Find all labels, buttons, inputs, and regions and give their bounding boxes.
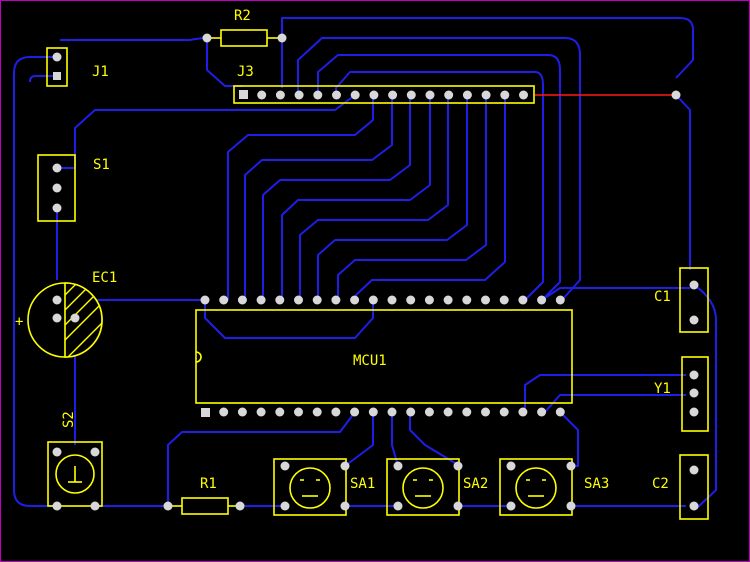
mcu1-pin-top [424, 295, 434, 305]
mcu1-pin-bottom [481, 407, 490, 417]
mcu1-pin-top [237, 295, 247, 305]
label-c1: C1 [654, 289, 671, 305]
label-sa3: SA3 [584, 476, 609, 492]
j3-pin [462, 90, 472, 100]
mcu1-pin-bottom [294, 407, 303, 417]
label-y1: Y1 [654, 381, 671, 397]
copper-traces [13, 17, 717, 509]
mcu1-pin-bottom [406, 407, 416, 417]
crystal-y1: Y1 [654, 356, 709, 432]
label-sa2: SA2 [463, 476, 488, 492]
mcu1-pin-top [368, 295, 378, 305]
chip-mcu1: MCU1 [195, 295, 573, 417]
button-s2: S2 [47, 411, 103, 511]
mcu1-pin-bottom [256, 407, 266, 417]
j3-pin [519, 90, 528, 100]
j3-pin [313, 90, 323, 100]
mcu1-pin-bottom [350, 407, 360, 417]
label-ec1-plus: + [15, 314, 23, 330]
mcu1-pin-bottom [462, 407, 472, 417]
mcu1-pin-top [518, 295, 528, 305]
capacitor-c2: C2 [652, 454, 709, 520]
mcu1-pin-bottom [424, 407, 434, 417]
mcu1-pin-top [406, 295, 416, 305]
mcu1-pin-top [481, 295, 490, 305]
mcu1-pin-top [294, 295, 303, 305]
mcu1-pin-bottom [443, 407, 453, 417]
mcu1-pin-top [219, 295, 229, 305]
label-c2: C2 [652, 476, 669, 492]
mcu1-pin-top [200, 295, 210, 305]
j3-pin [481, 90, 491, 100]
mcu1-pin-bottom [387, 407, 397, 417]
connector-j3: J3 [233, 64, 535, 104]
mcu1-pin-bottom [312, 407, 322, 417]
j3-pin [444, 90, 454, 100]
mcu1-pin-top [499, 295, 509, 305]
connector-j1: J1 [46, 47, 109, 87]
mcu1-pin-bottom [555, 407, 565, 417]
mcu1-pin-top [537, 295, 547, 305]
label-s2: S2 [61, 411, 77, 428]
switch-s1: S1 [37, 154, 110, 222]
label-j1: J1 [92, 64, 109, 80]
button-sa3: SA3 [499, 458, 609, 516]
j3-pin [257, 90, 267, 100]
label-r1: R1 [200, 476, 217, 492]
mcu1-pin-bottom [237, 407, 247, 417]
mcu1-pin-bottom [537, 407, 547, 417]
mcu1-pin-top [443, 295, 453, 305]
j3-pin [406, 90, 416, 100]
j3-pin [425, 90, 435, 100]
j3-pin [350, 90, 360, 100]
label-ec1: EC1 [92, 270, 117, 286]
mcu1-pin-top [312, 295, 322, 305]
mcu1-pin-top [555, 295, 565, 305]
resistor-r1: R1 [163, 476, 245, 515]
j3-pin [294, 90, 304, 100]
mcu1-pin-bottom [518, 407, 528, 417]
mcu1-pin-top [350, 295, 360, 305]
j3-pin [332, 90, 341, 100]
mcu1-pin-bottom [368, 407, 378, 417]
resistor-r2: R2 [202, 8, 287, 47]
button-sa2: SA2 [386, 458, 488, 516]
mcu1-pin-bottom [219, 407, 229, 417]
label-r2: R2 [234, 8, 251, 24]
mcu1-pin-top [256, 295, 266, 305]
junction-pad [671, 90, 681, 100]
mcu1-pin-top [462, 295, 472, 305]
mcu1-pin-top [331, 295, 341, 305]
label-sa1: SA1 [350, 476, 375, 492]
mcu1-pin-top [387, 295, 397, 305]
label-mcu1: MCU1 [353, 353, 387, 369]
j3-pin [388, 90, 398, 100]
label-s1: S1 [93, 157, 110, 173]
mcu1-pin-top [275, 295, 285, 305]
mcu1-pin-bottom [499, 407, 509, 417]
label-j3: J3 [237, 64, 254, 80]
j3-pin [369, 90, 379, 100]
mcu1-pin-bottom [275, 407, 285, 417]
capacitor-c1: C1 [654, 267, 709, 333]
j3-pin [500, 90, 510, 100]
j3-pin [275, 90, 285, 100]
mcu1-pin-bottom [331, 407, 341, 417]
button-sa1: SA1 [273, 458, 375, 516]
